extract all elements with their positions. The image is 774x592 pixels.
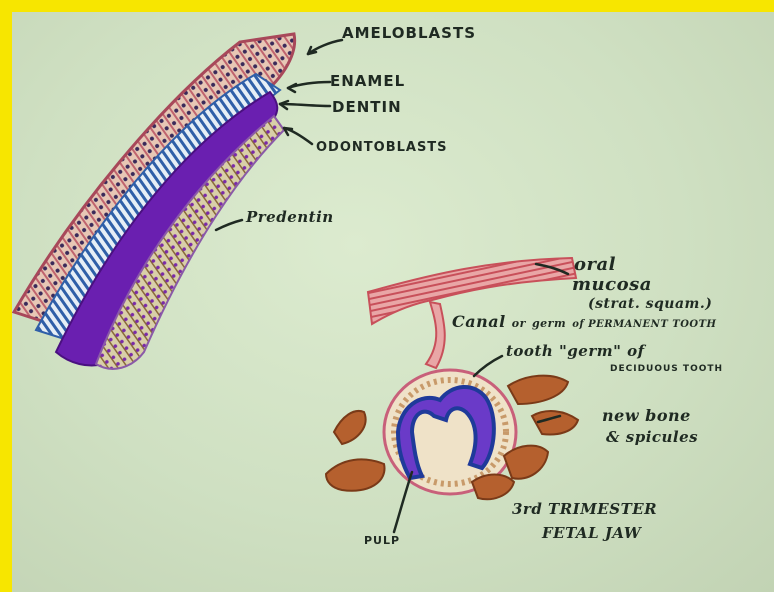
- label-oral-mucosa-line1: oral: [574, 254, 616, 275]
- caption-trimester: 3rd TRIMESTER: [512, 500, 657, 518]
- label-pulp: PULP: [364, 534, 400, 547]
- label-canal: Canal or germ of PERMANENT TOOTH: [452, 312, 717, 331]
- label-enamel: ENAMEL: [330, 72, 405, 90]
- label-canal-or: or: [512, 317, 526, 330]
- label-oral-mucosa-line3: (strat. squam.): [588, 296, 712, 312]
- label-tooth-germ-line1: tooth "germ" of: [506, 342, 645, 360]
- canal-permanent-tooth: [426, 302, 445, 368]
- label-canal-word: Canal: [452, 312, 506, 331]
- label-dentin: DENTIN: [332, 98, 402, 116]
- label-predentin: Predentin: [246, 208, 334, 226]
- caption-fetal-jaw: FETAL JAW: [542, 524, 641, 542]
- label-new-bone-line1: new bone: [602, 406, 691, 425]
- label-ameloblasts: AMELOBLASTS: [342, 24, 476, 42]
- label-oral-mucosa-line2: mucosa: [572, 274, 652, 295]
- label-tooth-germ-line2: DECIDUOUS TOOTH: [610, 364, 723, 374]
- label-canal-germ: germ: [532, 317, 566, 330]
- label-odontoblasts: ODONTOBLASTS: [316, 140, 448, 155]
- drawing-paper: AMELOBLASTS ENAMEL DENTIN ODONTOBLASTS P…: [12, 12, 774, 592]
- label-canal-permanent: of PERMANENT TOOTH: [572, 319, 716, 330]
- label-new-bone-line2: & spicules: [606, 428, 698, 446]
